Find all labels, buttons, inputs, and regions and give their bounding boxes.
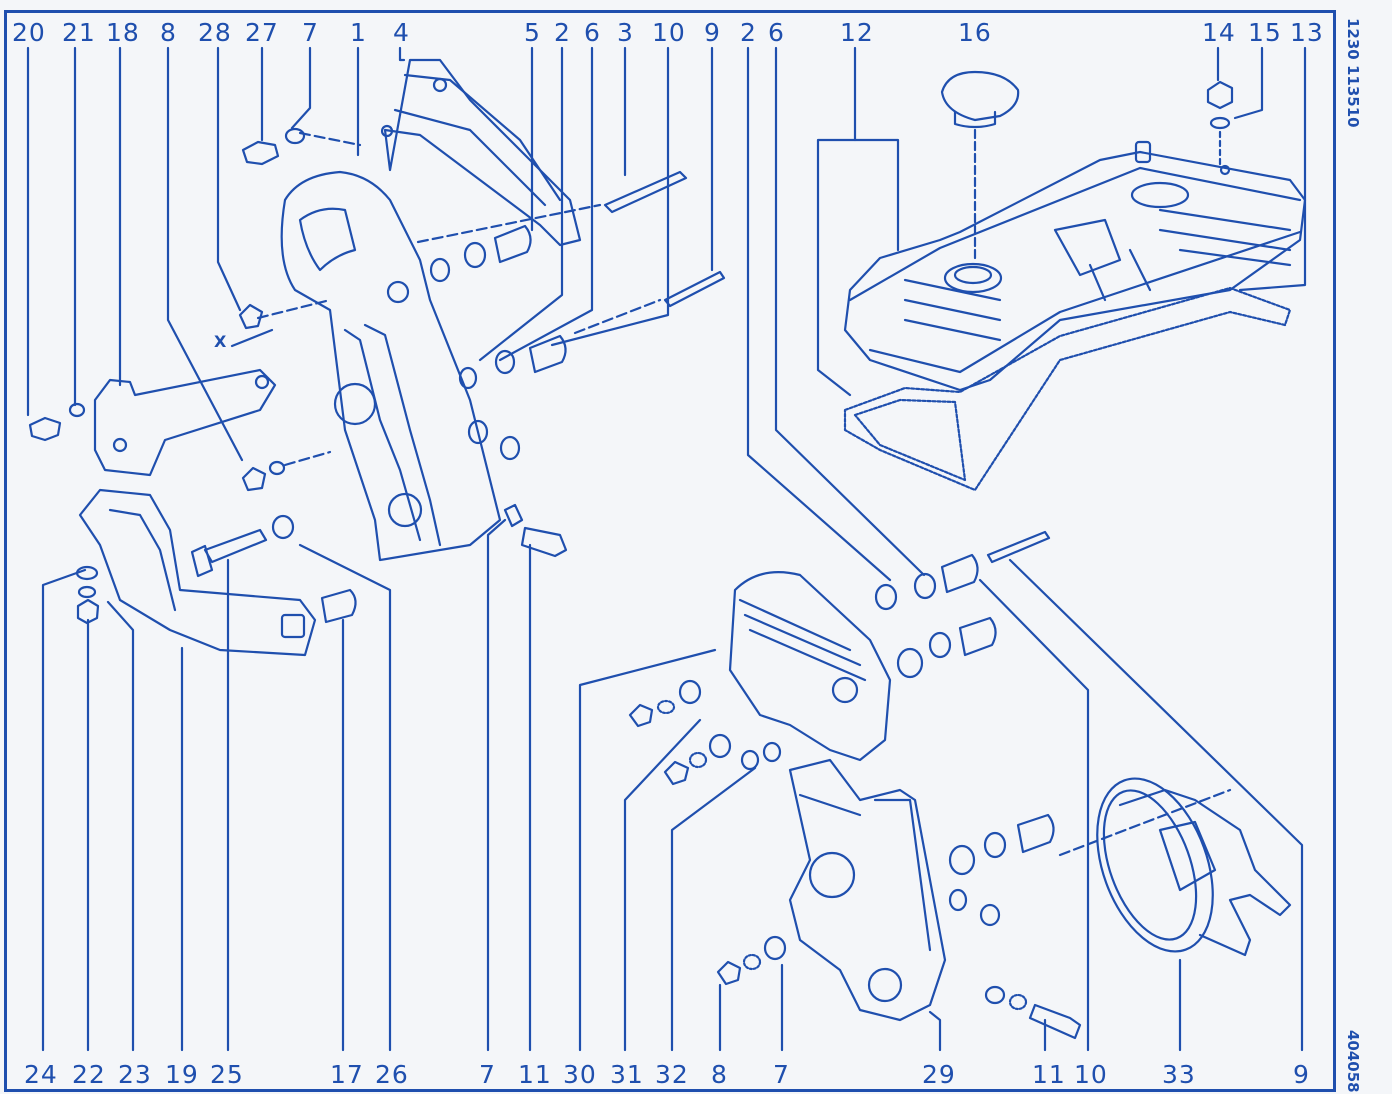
callout-7-top: 7 bbox=[302, 18, 319, 47]
callout-7-bottom-right: 7 bbox=[773, 1060, 790, 1089]
callout-28-top: 28 bbox=[198, 18, 232, 47]
callout-7-bottom: 7 bbox=[479, 1060, 496, 1089]
callout-24-bottom: 24 bbox=[24, 1060, 58, 1089]
callout-10-bottom: 10 bbox=[1074, 1060, 1108, 1089]
drawing-frame bbox=[4, 10, 1336, 1092]
callout-15-top: 15 bbox=[1248, 18, 1282, 47]
callout-31-bottom: 31 bbox=[610, 1060, 644, 1089]
callout-16-top: 16 bbox=[958, 18, 992, 47]
callout-5-top: 5 bbox=[524, 18, 541, 47]
callout-18-top: 18 bbox=[106, 18, 140, 47]
valve-cover-gasket bbox=[843, 286, 1292, 492]
callout-4-top: 4 bbox=[393, 18, 410, 47]
callout-25-bottom: 25 bbox=[210, 1060, 244, 1089]
mounting-brackets bbox=[28, 368, 357, 657]
callout-12-top: 12 bbox=[840, 18, 874, 47]
callout-27-top: 27 bbox=[245, 18, 279, 47]
callout-10-top: 10 bbox=[652, 18, 686, 47]
belt-guard-ring bbox=[1058, 777, 1292, 957]
valve-cover bbox=[843, 140, 1307, 392]
callout-30-bottom: 30 bbox=[563, 1060, 597, 1089]
callout-8-bottom: 8 bbox=[711, 1060, 728, 1089]
lower-cover-fasteners bbox=[628, 530, 1082, 1040]
callout-9-top: 9 bbox=[704, 18, 721, 47]
callout-20-top: 20 bbox=[12, 18, 46, 47]
callout-13-top: 13 bbox=[1290, 18, 1324, 47]
callout-8-top: 8 bbox=[160, 18, 177, 47]
cap-nut-and-washer bbox=[1206, 80, 1234, 167]
callout-14-top: 14 bbox=[1202, 18, 1236, 47]
lower-timing-cover bbox=[728, 571, 947, 1022]
callout-11-bottom: 11 bbox=[518, 1060, 552, 1089]
callout-19-bottom: 19 bbox=[165, 1060, 199, 1089]
callout-3-top: 3 bbox=[617, 18, 634, 47]
upper-cover-fasteners bbox=[230, 127, 726, 558]
callout-6-top-right: 6 bbox=[768, 18, 785, 47]
upper-timing-cover bbox=[280, 58, 582, 562]
callout-9-bottom: 9 bbox=[1293, 1060, 1310, 1089]
callout-6-top: 6 bbox=[584, 18, 601, 47]
callout-22-bottom: 22 bbox=[72, 1060, 106, 1089]
callout-1-top: 1 bbox=[350, 18, 367, 47]
oil-filler-cap bbox=[940, 70, 1020, 262]
callout-32-bottom: 32 bbox=[655, 1060, 689, 1089]
callout-33-bottom: 33 bbox=[1162, 1060, 1196, 1089]
top-leader-lines bbox=[26, 46, 1307, 582]
bottom-leader-lines bbox=[41, 518, 1304, 1052]
callout-29-bottom: 29 bbox=[922, 1060, 956, 1089]
callout-23-bottom: 23 bbox=[118, 1060, 152, 1089]
callout-17-bottom: 17 bbox=[330, 1060, 364, 1089]
x-marker: X bbox=[214, 332, 227, 351]
drawing-code-top: 1230 113510 bbox=[1344, 18, 1362, 128]
callout-21-top: 21 bbox=[62, 18, 96, 47]
drawing-code-bottom: 404058 bbox=[1344, 1030, 1362, 1093]
callout-26-bottom: 26 bbox=[375, 1060, 409, 1089]
callout-2-top: 2 bbox=[554, 18, 571, 47]
callout-11-bottom-right: 11 bbox=[1032, 1060, 1066, 1089]
callout-2-top-right: 2 bbox=[740, 18, 757, 47]
